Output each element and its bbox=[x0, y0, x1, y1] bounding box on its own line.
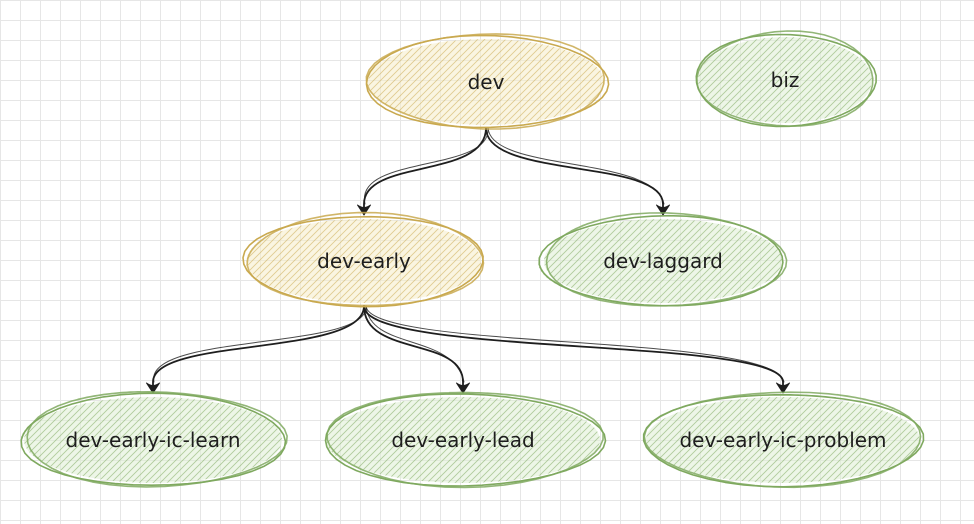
arrow-head bbox=[456, 382, 470, 394]
edge-line bbox=[363, 127, 487, 211]
node-dev-early-ic-problem[interactable]: dev-early-ic-problem bbox=[551, 390, 974, 490]
node-label: dev-laggard bbox=[603, 249, 723, 273]
nodes-layer: dev biz dev-early dev-laggard dev-early-ic-l… bbox=[20, 30, 974, 490]
node-label: dev bbox=[468, 70, 505, 94]
edge-line bbox=[485, 127, 664, 211]
node-dev[interactable]: dev bbox=[273, 32, 716, 132]
node-outline-second-pass bbox=[246, 211, 485, 307]
node-outline-second-pass bbox=[326, 391, 604, 489]
edge-line-second-pass bbox=[365, 305, 785, 383]
edge-line bbox=[363, 305, 784, 389]
node-dev-early[interactable]: dev-early bbox=[154, 211, 588, 310]
node-dev-laggard[interactable]: dev-laggard bbox=[451, 212, 892, 310]
arrow-head bbox=[776, 382, 790, 394]
edge-line-second-pass bbox=[487, 127, 665, 205]
edge-line bbox=[363, 305, 464, 389]
node-outline-second-pass bbox=[545, 212, 788, 307]
node-fill bbox=[544, 219, 782, 303]
node-label: dev-early bbox=[317, 249, 411, 273]
arrow-head bbox=[146, 382, 160, 394]
arrow-head bbox=[357, 204, 371, 216]
arrow-head bbox=[656, 204, 670, 216]
node-label: dev-early-lead bbox=[391, 428, 534, 452]
edge-dev-to-dev-laggard bbox=[485, 127, 670, 216]
node-outline bbox=[365, 34, 610, 129]
node-label: biz bbox=[771, 68, 800, 92]
node-dev-early-lead[interactable]: dev-early-lead bbox=[231, 390, 709, 490]
edge-line-second-pass bbox=[153, 305, 367, 383]
node-label: dev-early-ic-learn bbox=[66, 428, 241, 452]
edge-line-second-pass bbox=[365, 305, 465, 383]
node-outline bbox=[538, 214, 784, 307]
node-outline-second-pass bbox=[26, 391, 288, 488]
edge-dev-early-to-dev-early-ic-problem bbox=[363, 305, 790, 394]
edges-layer bbox=[146, 127, 790, 394]
node-label: dev-early-ic-problem bbox=[679, 428, 886, 452]
node-outline-second-pass bbox=[696, 30, 874, 127]
node-outline-second-pass bbox=[365, 33, 605, 130]
edge-dev-early-to-dev-early-lead bbox=[363, 305, 470, 394]
node-outline-second-pass bbox=[643, 391, 922, 489]
edge-dev-to-dev-early bbox=[357, 127, 489, 216]
edge-line-second-pass bbox=[364, 127, 489, 205]
node-outline bbox=[20, 392, 287, 486]
edge-dev-early-to-dev-early-ic-learn bbox=[146, 305, 367, 394]
node-biz[interactable]: biz bbox=[603, 30, 974, 130]
edge-line bbox=[152, 305, 365, 389]
